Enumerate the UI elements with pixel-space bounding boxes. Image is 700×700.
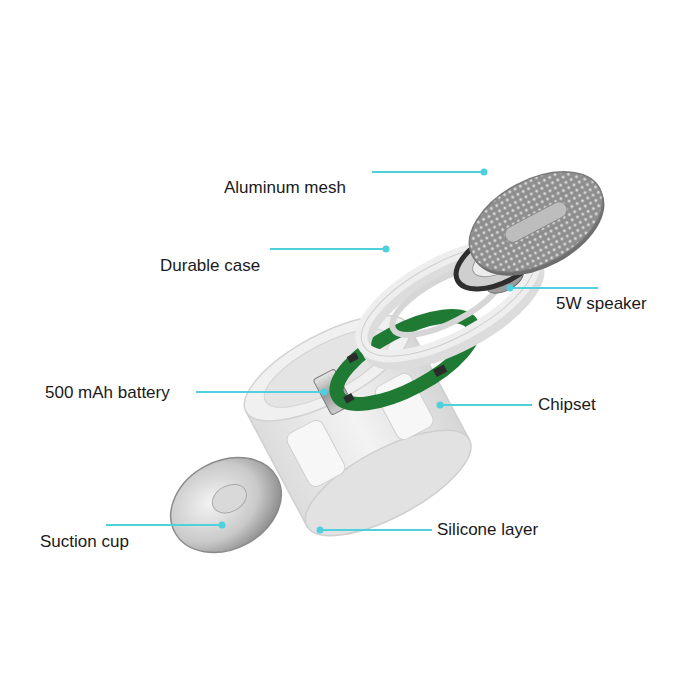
body-slot xyxy=(284,418,347,490)
pcb-component xyxy=(343,393,354,403)
mesh-badge xyxy=(502,199,570,245)
leader-dot xyxy=(508,286,513,291)
leader-line xyxy=(510,287,598,289)
part-label: Silicone layer xyxy=(437,520,538,540)
leader-line xyxy=(372,171,484,173)
leader-dot xyxy=(384,247,389,252)
leader-line xyxy=(440,404,532,406)
leader-dot xyxy=(318,528,323,533)
leader-lines xyxy=(106,170,598,533)
pcb-component xyxy=(433,364,447,377)
part-label: Suction cup xyxy=(40,532,129,552)
cup-center xyxy=(207,479,251,519)
leader-dot xyxy=(438,403,443,408)
part-label: 500 mAh battery xyxy=(45,383,170,403)
part-label: 5W speaker xyxy=(556,294,647,314)
leader-line xyxy=(320,529,432,531)
leader-dot xyxy=(482,170,487,175)
part-label: Aluminum mesh xyxy=(224,178,346,198)
pcb-component xyxy=(347,352,359,363)
part-label: Durable case xyxy=(160,256,260,276)
leader-line xyxy=(196,391,324,393)
leader-line xyxy=(106,524,222,526)
leader-dot xyxy=(322,390,327,395)
leader-line xyxy=(270,248,386,250)
leader-dot xyxy=(220,523,225,528)
part-label: Chipset xyxy=(538,395,596,415)
